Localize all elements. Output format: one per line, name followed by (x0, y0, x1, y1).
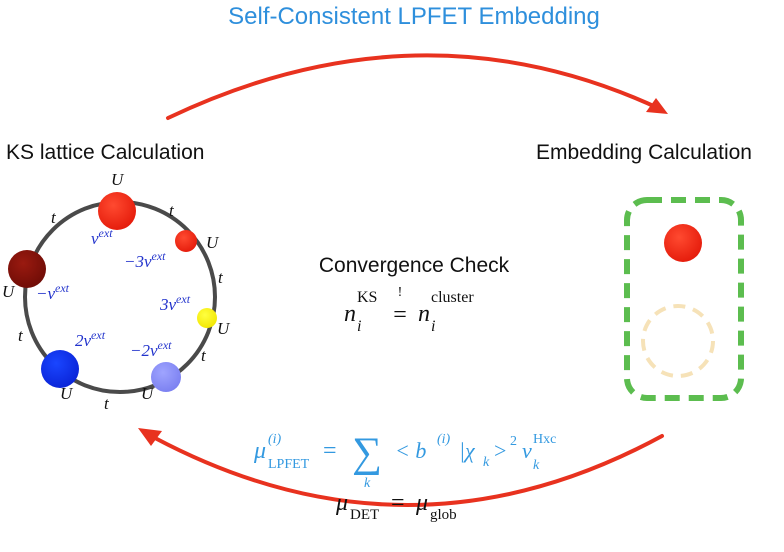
top-arrow (166, 53, 660, 120)
site-left (8, 250, 46, 288)
svg-text:n: n (344, 301, 356, 327)
bottom-arrow (153, 434, 664, 507)
u-label-right: U (217, 319, 231, 338)
svg-text:KS: KS (357, 289, 377, 306)
vext-label-bottom-left: 2vext (75, 328, 106, 350)
u-label-top: U (111, 170, 125, 189)
convergence-heading: Convergence Check (319, 254, 510, 277)
t-label-right-upper: t (218, 268, 224, 287)
svg-text:>: > (494, 438, 506, 463)
vext-label-right: 3vext (159, 292, 191, 314)
svg-text:i: i (357, 318, 361, 335)
svg-text:cluster: cluster (431, 289, 474, 306)
site-upper-right (175, 230, 197, 252)
embedding-label: Embedding Calculation (536, 141, 752, 164)
svg-text:∑: ∑ (352, 430, 382, 476)
bath-site (641, 304, 715, 378)
vext-label-left: −vext (36, 281, 70, 303)
svg-text:=: = (391, 490, 405, 516)
site-right (197, 308, 217, 328)
t-label-left-lower: t (18, 326, 24, 345)
lpfet-formula: μ (i) LPFET = ∑ k < b (i) |χ k > 2 v Hxc… (253, 430, 556, 491)
site-bottom-left (41, 350, 79, 388)
vext-label-lower-right: −2vext (130, 338, 172, 360)
svg-text:k: k (483, 455, 490, 470)
svg-text:μ: μ (415, 490, 428, 516)
u-label-upper-right: U (206, 233, 220, 252)
u-label-bottom-left: U (60, 384, 74, 403)
svg-text:(i): (i) (268, 432, 282, 447)
t-label-bottom: t (104, 394, 110, 413)
t-label-top-right: t (169, 201, 175, 220)
u-label-lower-right: U (141, 384, 155, 403)
svg-text:n: n (418, 301, 430, 327)
embedding-cluster-box (624, 197, 744, 401)
site-lower-right (151, 362, 181, 392)
svg-text:glob: glob (430, 507, 457, 523)
impurity-site (664, 224, 702, 262)
svg-text:k: k (533, 458, 540, 473)
convergence-equation: n KS i ! = n cluster i (344, 285, 474, 335)
svg-text:μ: μ (335, 490, 348, 516)
vext-label-top: vext (91, 226, 113, 248)
svg-text:2: 2 (510, 434, 517, 449)
svg-text:DET: DET (350, 507, 379, 523)
svg-text:μ: μ (253, 438, 266, 464)
u-label-left: U (2, 282, 16, 301)
bottom-arrow-head (138, 428, 162, 446)
t-label-top-left: t (51, 208, 57, 227)
svg-text:=: = (393, 302, 407, 328)
svg-text:Hxc: Hxc (533, 432, 556, 447)
svg-text:(i): (i) (437, 432, 451, 447)
det-formula: μ DET = μ glob (335, 490, 457, 523)
svg-text:k: k (364, 476, 371, 491)
svg-text:|χ: |χ (459, 438, 476, 463)
svg-text:< b: < b (395, 438, 426, 463)
svg-text:i: i (431, 318, 435, 335)
vext-label-upper-right: −3vext (124, 249, 166, 271)
top-arrow-head (646, 98, 668, 114)
svg-text:v: v (522, 438, 532, 463)
diagram-title: Self-Consistent LPFET Embedding (228, 3, 600, 30)
svg-text:!: ! (398, 285, 403, 300)
ks-lattice-label: KS lattice Calculation (6, 141, 204, 164)
svg-text:=: = (323, 438, 337, 464)
site-top (98, 192, 136, 230)
svg-text:LPFET: LPFET (268, 457, 310, 472)
t-label-right-lower: t (201, 346, 207, 365)
